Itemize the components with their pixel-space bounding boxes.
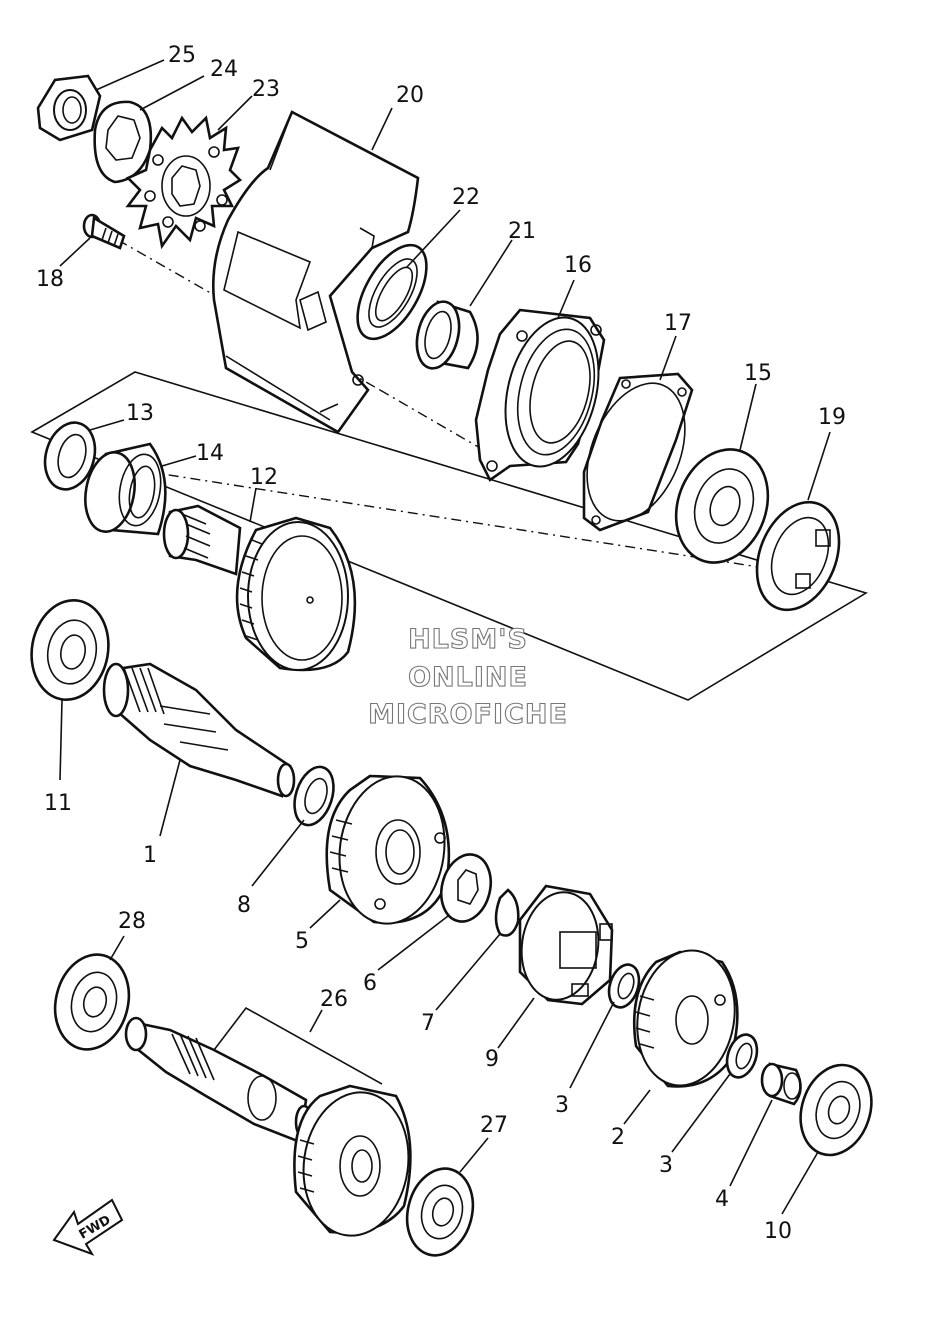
callout-6: 6 [363,971,377,996]
fwd-arrow: FWD [52,1198,124,1256]
part-3-washer-a[interactable] [604,961,644,1011]
callout-4: 4 [715,1187,729,1212]
part-4-collar[interactable] [760,1062,802,1106]
callout-1: 1 [143,843,157,868]
callout-28: 28 [118,909,146,934]
callout-21: 21 [508,219,536,244]
part-17-gasket[interactable] [568,369,704,535]
callout-labels: 25 24 23 20 18 22 21 16 17 15 19 13 14 1… [36,43,846,1244]
part-26-counter-shaft[interactable] [124,1016,418,1243]
callout-18: 18 [36,267,64,292]
part-23-sprocket[interactable] [125,115,243,250]
callout-16: 16 [564,253,592,278]
callout-20: 20 [396,83,424,108]
callout-15: 15 [744,361,772,386]
watermark-line2: ONLINE [408,662,528,693]
callout-23: 23 [252,77,280,102]
part-12-gear-shaft[interactable] [162,504,357,672]
callout-5: 5 [295,929,309,954]
part-6-lock-washer[interactable] [434,849,497,927]
callout-26: 26 [320,987,348,1012]
callout-11: 11 [44,791,72,816]
callout-17: 17 [664,311,692,336]
part-3-washer-b[interactable] [722,1031,762,1081]
callout-2: 2 [611,1125,625,1150]
leader-lines [59,59,831,1215]
watermark-line3: MICROFICHE [368,699,568,730]
part-21-collar[interactable] [410,297,479,373]
callout-7: 7 [421,1011,435,1036]
callout-19: 19 [818,405,846,430]
part-2-gear[interactable] [627,943,745,1094]
callout-12: 12 [250,465,278,490]
assembly-outline [30,371,868,701]
watermark-line1: HLSM'S [408,624,528,655]
part-14-needle-bearing[interactable] [79,442,167,536]
part-8-washer[interactable] [288,762,341,830]
callout-14: 14 [196,441,224,466]
part-28-bearing[interactable] [45,947,138,1058]
callout-3-b: 3 [659,1153,673,1178]
callout-13: 13 [126,401,154,426]
part-10-bearing[interactable] [789,1056,882,1165]
watermark: HLSM'S ONLINE MICROFICHE [368,623,568,730]
callout-9: 9 [485,1047,499,1072]
part-9-dog-clutch[interactable] [515,884,614,1006]
part-22-oil-seal[interactable] [343,234,440,350]
callout-10: 10 [764,1219,792,1244]
part-15-bearing[interactable] [661,436,783,575]
part-18-bolt[interactable] [82,213,126,250]
callout-8: 8 [237,893,251,918]
part-25-nut[interactable] [36,74,102,142]
callout-22: 22 [452,185,480,210]
callout-24: 24 [210,57,238,82]
callout-25: 25 [168,43,196,68]
part-1-main-shaft[interactable] [102,662,296,798]
part-7-circlip[interactable] [494,888,520,937]
part-11-bearing[interactable] [24,594,116,706]
part-24-lock-washer[interactable] [93,100,153,184]
callout-3-a: 3 [555,1093,569,1118]
callout-27: 27 [480,1113,508,1138]
part-20-cover[interactable] [211,110,420,434]
part-16-bearing-housing[interactable] [474,308,613,482]
part-27-bearing[interactable] [398,1162,481,1263]
part-19-circlip[interactable] [742,490,854,622]
part-5-gear[interactable] [325,769,454,930]
part-13-washer[interactable] [38,417,103,496]
